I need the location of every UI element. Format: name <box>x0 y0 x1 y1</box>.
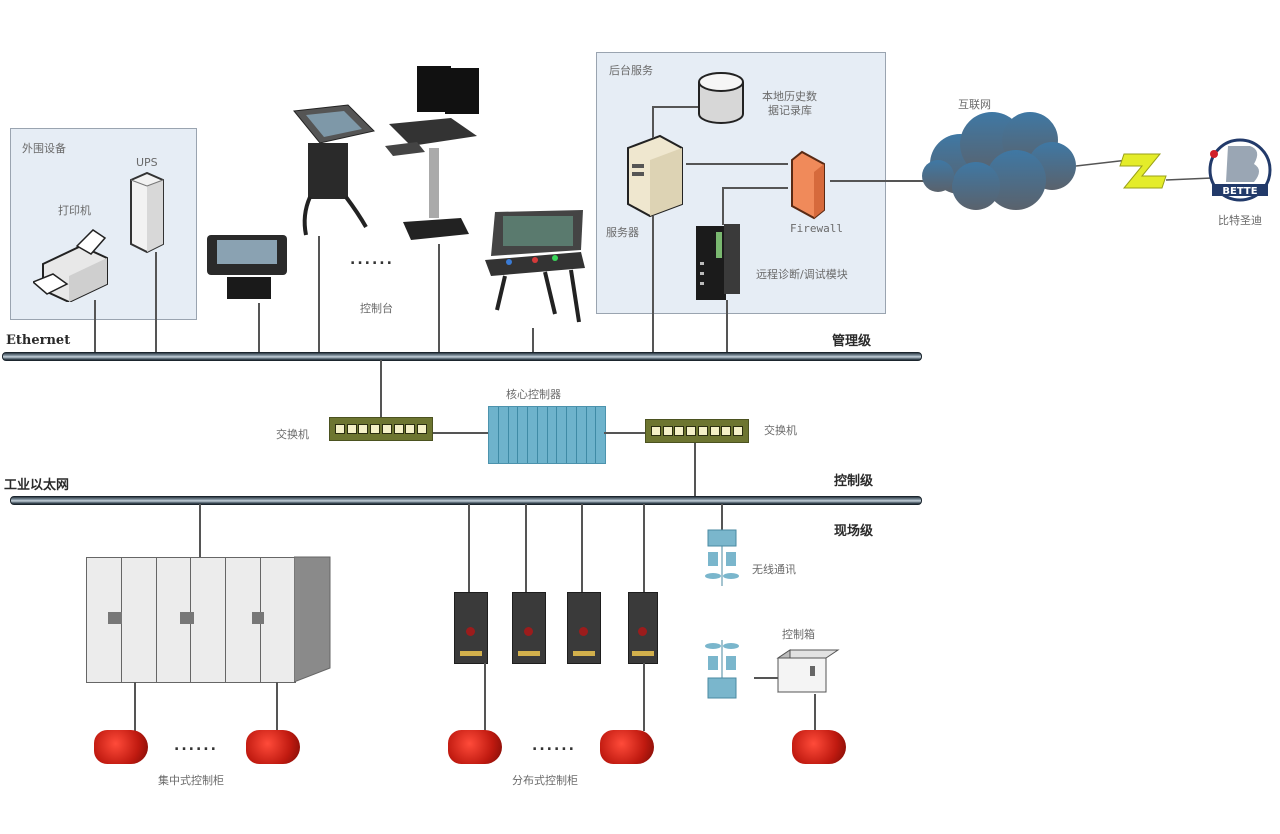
box-motor-link <box>814 694 816 730</box>
motor-icon <box>600 730 654 764</box>
drive-drop <box>643 504 645 594</box>
remote-module-label: 远程诊断/调试模块 <box>756 268 848 281</box>
internet-cloud-icon <box>922 112 1076 210</box>
drive-motors-ellipsis: ...... <box>532 738 576 754</box>
cabinet-motor-link <box>134 682 136 732</box>
printer-icon <box>33 229 108 302</box>
motor-icon <box>94 730 148 764</box>
switch-controller-link <box>433 432 488 434</box>
motor-icon <box>246 730 300 764</box>
cabinet-handle <box>108 612 122 624</box>
left-switch-label: 交换机 <box>276 428 309 441</box>
module-firewall-link <box>722 187 788 189</box>
wireless-label: 无线通讯 <box>752 563 796 576</box>
drive-motor-link <box>484 663 486 731</box>
drive-unit-icon <box>567 592 601 664</box>
consoles-label: 控制台 <box>360 302 393 315</box>
server-firewall-link <box>686 163 788 165</box>
drive-drop <box>525 504 527 594</box>
distributed-cabinet-label: 分布式控制柜 <box>512 774 578 787</box>
industrial-ethernet-bus <box>10 496 922 505</box>
company-label: 比特圣迪 <box>1218 214 1262 227</box>
cabinet-side-icon <box>294 556 331 683</box>
db-server-link <box>652 106 698 108</box>
control-level-label: 控制级 <box>834 474 874 489</box>
drive-unit-icon <box>512 592 546 664</box>
server-icon <box>627 134 683 218</box>
drive-unit-icon <box>628 592 658 664</box>
ethernet-to-switch-link <box>380 360 382 418</box>
drive-motor-link <box>643 663 645 731</box>
motor-icon <box>792 730 846 764</box>
receiver-box-link <box>754 677 780 679</box>
dual-monitor-workstation-icon <box>385 66 479 240</box>
server-drop <box>652 216 654 352</box>
touch-panel-drop <box>258 303 260 352</box>
management-level-label: 管理级 <box>832 334 872 349</box>
cabinet-motor-link <box>276 682 278 732</box>
control-box-label: 控制箱 <box>782 628 815 641</box>
database-icon <box>698 72 744 124</box>
console-stand-drop <box>318 236 320 352</box>
wireless-link-bolt-icon <box>1076 153 1212 189</box>
database-label-line2: 据记录库 <box>768 104 812 117</box>
console-stand-icon <box>293 104 375 236</box>
control-box-icon <box>776 649 840 693</box>
peripherals-title: 外围设备 <box>22 142 66 155</box>
touch-panel-icon <box>207 235 287 299</box>
cabinet-handle <box>252 612 264 624</box>
operator-desk-drop <box>532 328 534 352</box>
drive-drop <box>468 504 470 594</box>
industrial-ethernet-label: 工业以太网 <box>4 478 70 493</box>
printer-drop <box>94 300 96 352</box>
db-server-link-v <box>652 106 654 138</box>
printer-label: 打印机 <box>58 204 91 217</box>
firewall-icon <box>791 150 825 220</box>
centralized-drop <box>199 504 201 558</box>
ups-icon <box>130 172 164 254</box>
consoles-ellipsis: ...... <box>350 252 394 268</box>
ups-label: UPS <box>136 156 158 169</box>
wireless-drop <box>721 504 723 530</box>
firewall-internet-link <box>830 180 930 182</box>
company-logo-text: BETTE <box>1222 186 1257 197</box>
motors-ellipsis: ...... <box>174 738 218 754</box>
module-firewall-link-v <box>722 187 724 225</box>
firewall-label: Firewall <box>790 222 843 235</box>
server-label: 服务器 <box>606 226 639 239</box>
wireless-receiver-icon <box>705 640 739 699</box>
drive-drop <box>581 504 583 594</box>
ups-drop <box>155 252 157 352</box>
workstation-drop <box>438 244 440 352</box>
remote-diagnostics-module-icon <box>696 224 740 300</box>
module-drop <box>726 300 728 352</box>
core-controller-label: 核心控制器 <box>506 388 561 401</box>
ethernet-bus <box>2 352 922 361</box>
centralized-cabinet-label: 集中式控制柜 <box>158 774 224 787</box>
database-label-line1: 本地历史数 <box>762 90 817 103</box>
right-switch-icon <box>645 419 749 443</box>
operator-desk-icon <box>485 210 585 323</box>
company-logo-icon: BETTE <box>1208 138 1272 202</box>
cabinet-handle <box>180 612 194 624</box>
motor-icon <box>448 730 502 764</box>
wireless-transceiver-icon <box>705 529 739 586</box>
field-level-label: 现场级 <box>834 524 874 539</box>
internet-label: 互联网 <box>958 98 991 111</box>
drive-unit-icon <box>454 592 488 664</box>
left-switch-icon <box>329 417 433 441</box>
ethernet-bus-label: Ethernet <box>6 333 71 348</box>
controller-switch-link <box>604 432 646 434</box>
right-switch-label: 交换机 <box>764 424 797 437</box>
core-controller-icon <box>488 406 606 464</box>
backend-services-title: 后台服务 <box>609 64 653 77</box>
switch-to-industrial-link <box>694 443 696 497</box>
